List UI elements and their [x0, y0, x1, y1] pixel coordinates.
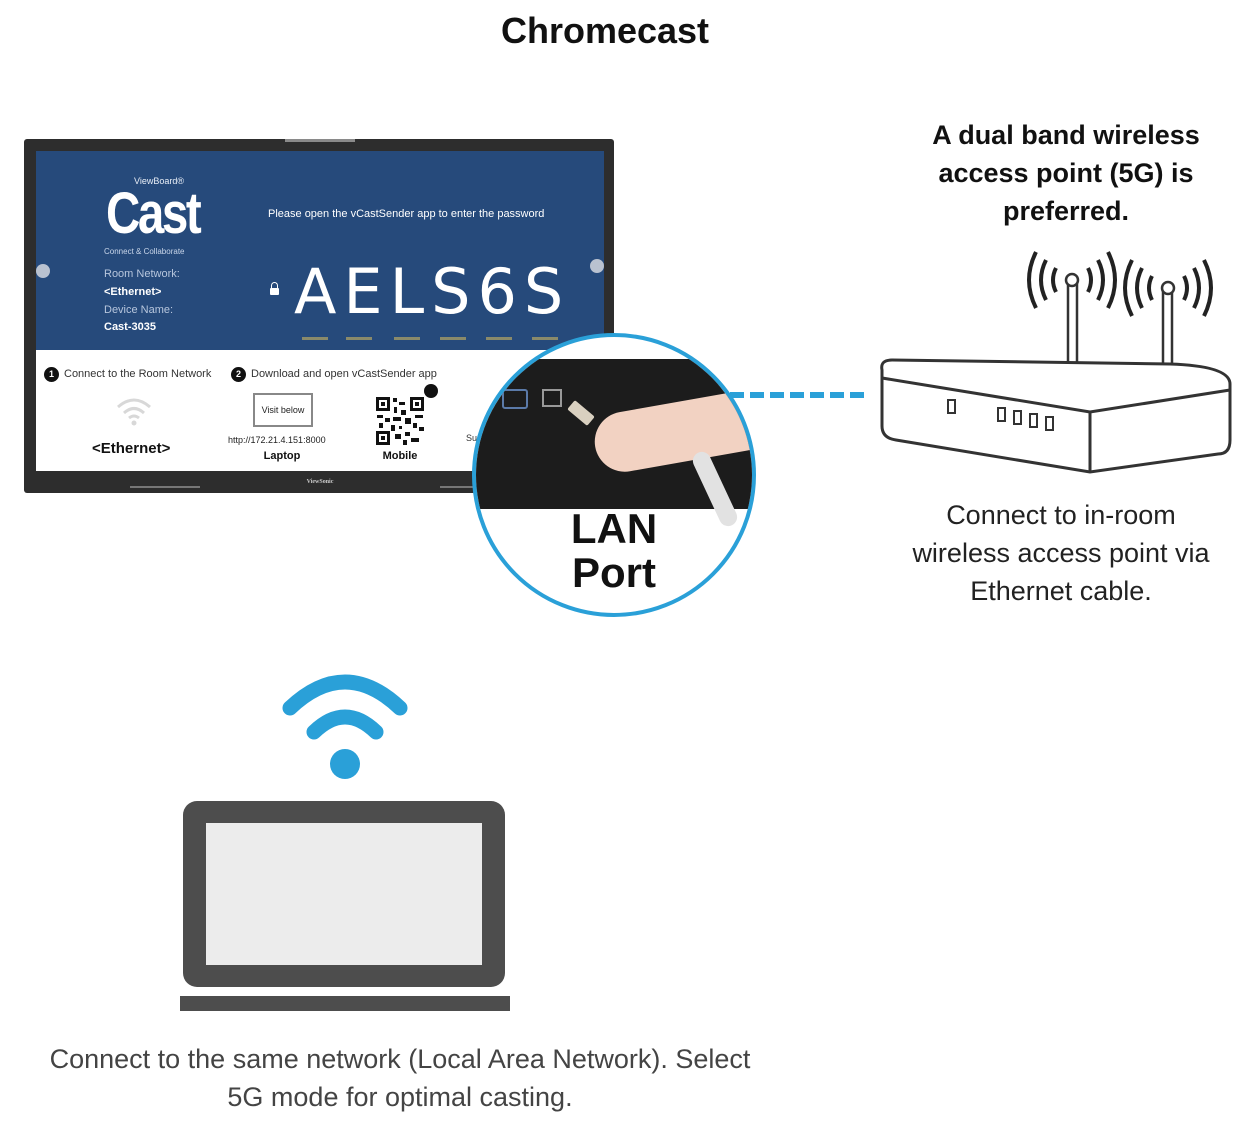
wifi-icon	[117, 398, 151, 426]
lock-icon	[270, 282, 279, 295]
wifi-signal-icon	[282, 674, 408, 779]
laptop-caption: Connect to the same network (Local Area …	[15, 1040, 785, 1116]
viewboard-brand: ViewBoard®	[134, 176, 184, 186]
password-underline	[346, 337, 372, 340]
access-point-note-line-3: preferred.	[1002, 196, 1130, 226]
qr-code-icon	[375, 396, 425, 446]
left-side-arrow-icon	[36, 264, 50, 278]
device-name-label: Device Name:	[104, 304, 174, 316]
step-1-text: Connect to the Room Network	[64, 368, 212, 380]
partial-label: Su	[466, 433, 478, 443]
password-underline	[394, 337, 420, 340]
ethernet-port-icon	[542, 389, 562, 407]
wireless-router-icon	[880, 251, 1232, 474]
bezel-brand-logo: ViewSonic	[306, 479, 334, 485]
lan-port-label-line-1: LAN	[570, 505, 658, 552]
lan-port-callout: LAN Port	[472, 333, 756, 617]
device-name-value: Cast-3035	[104, 321, 156, 333]
step-2-badge: 2	[231, 367, 246, 382]
access-point-note: A dual band wireless access point (5G) i…	[900, 116, 1232, 230]
access-point-note-line-2: access point (5G) is	[938, 158, 1194, 188]
hand-icon	[590, 389, 752, 477]
cast-logo-text: Cast	[106, 181, 202, 246]
vga-port-icon	[502, 389, 528, 409]
cast-screen-header: ViewBoard® Cast Connect & Collaborate Ro…	[36, 151, 604, 350]
ethernet-link-dashes	[730, 392, 864, 398]
visit-below-box: Visit below	[253, 393, 313, 427]
router-caption-line-2: wireless access point via	[912, 538, 1210, 568]
access-point-note-line-1: A dual band wireless	[932, 120, 1200, 150]
password-code: AELS6S	[294, 255, 571, 328]
router-caption-line-3: Ethernet cable.	[970, 576, 1152, 606]
room-network-value: <Ethernet>	[104, 286, 162, 298]
zoom-icon	[424, 384, 438, 398]
laptop-label: Laptop	[263, 450, 301, 462]
diagram-title: Chromecast	[500, 10, 710, 51]
sender-url: http://172.21.4.151:8000	[228, 435, 326, 445]
router-caption-line-1: Connect to in-room	[946, 500, 1176, 530]
password-underline	[440, 337, 466, 340]
password-underline	[302, 337, 328, 340]
lan-port-photo	[476, 359, 752, 530]
step-1-badge: 1	[44, 367, 59, 382]
laptop-base	[180, 996, 510, 1011]
right-side-arrow-icon	[590, 259, 604, 273]
mobile-label: Mobile	[382, 450, 418, 462]
router-caption: Connect to in-room wireless access point…	[880, 496, 1238, 610]
lan-port-label: LAN Port	[476, 507, 752, 595]
room-network-label: Room Network:	[104, 268, 180, 280]
laptop-caption-line-2: 5G mode for optimal casting.	[227, 1082, 573, 1112]
laptop-screen	[206, 823, 482, 965]
ethernet-plug-icon	[567, 400, 595, 426]
step-2-text: Download and open vCastSender app	[251, 368, 437, 380]
network-name: <Ethernet>	[92, 440, 171, 457]
laptop-caption-line-1: Connect to the same network (Local Area …	[49, 1044, 751, 1074]
cast-tagline: Connect & Collaborate	[104, 247, 185, 256]
password-underline	[532, 337, 558, 340]
lan-port-label-line-2: Port	[572, 549, 656, 596]
password-underline	[486, 337, 512, 340]
bezel-top-sensor	[285, 139, 355, 142]
password-prompt: Please open the vCastSender app to enter…	[268, 208, 545, 220]
bezel-bottom-strip-left	[130, 486, 200, 488]
